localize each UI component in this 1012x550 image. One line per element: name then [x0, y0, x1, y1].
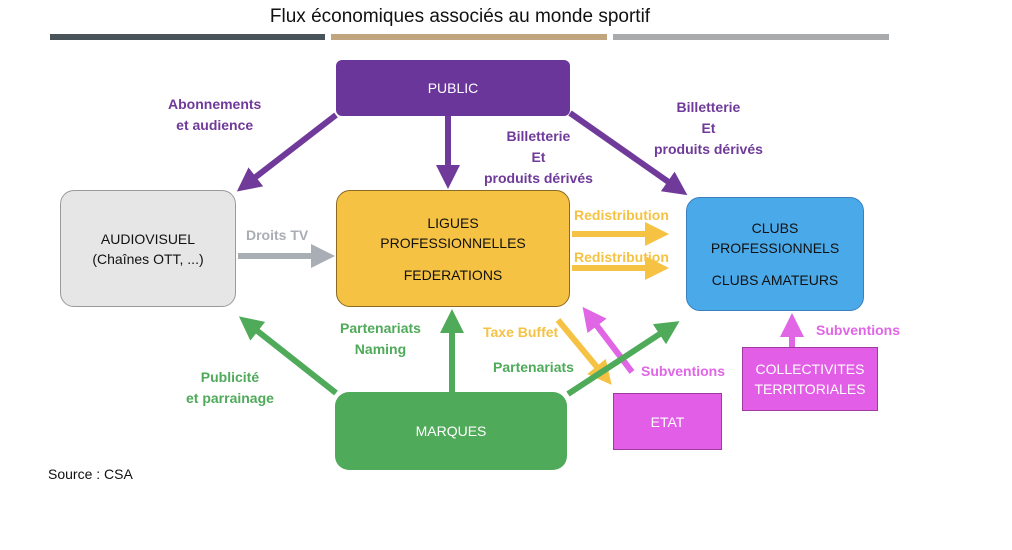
label-partenariats-naming-line1: Partenariats [340, 320, 421, 336]
label-publicite-line1: Publicité [200, 369, 260, 385]
page-title: Flux économiques associés au monde sport… [269, 6, 651, 27]
node-ligues-line2: PROFESSIONNELLES [380, 234, 526, 251]
arrow-public-audiovisuel [236, 112, 338, 192]
label-billetterie-right: Billetterie Et produits dérivés [654, 97, 763, 160]
label-droits-tv: Droits TV [246, 227, 309, 243]
label-billetterie-center-line1: Billetterie [506, 128, 571, 144]
label-billetterie-right-line1: Billetterie [676, 99, 741, 115]
label-publicite: Publicité et parrainage [186, 367, 274, 409]
arrow-public-clubs [568, 110, 688, 196]
arrow-publicite [238, 316, 338, 396]
node-clubs-line1: CLUBS [751, 220, 799, 236]
node-collectivites: COLLECTIVITES TERRITORIALES [742, 347, 878, 411]
label-billetterie-center-line2: Et [531, 149, 546, 165]
arrow-partenariats [566, 321, 680, 397]
label-publicite-line2: et parrainage [186, 390, 274, 406]
label-partenariats-naming-line2: Naming [354, 341, 407, 357]
node-etat: ETAT [613, 393, 722, 450]
label-redistribution-2: Redistribution [574, 249, 669, 265]
node-clubs-line3: CLUBS AMATEURS [711, 272, 839, 288]
node-ligues-line3: FEDERATIONS [403, 266, 503, 283]
source-note: Source : CSA [48, 466, 133, 482]
label-billetterie-center-line3: produits dérivés [484, 170, 593, 186]
title-bar-gray [613, 34, 889, 40]
label-partenariats-naming: Partenariats Naming [340, 318, 421, 360]
node-ligues-line1: LIGUES [427, 214, 479, 231]
label-subventions-etat: Subventions [641, 363, 726, 379]
label-billetterie-right-line2: Et [701, 120, 716, 136]
node-collectivites-line2: TERRITORIALES [754, 381, 866, 397]
node-public-label: PUBLIC [427, 80, 479, 96]
node-etat-label: ETAT [650, 413, 685, 430]
node-clubs-line2: PROFESSIONNELS [710, 240, 840, 256]
arrow-taxe-buffet [555, 318, 612, 385]
arrow-subventions-etat [582, 306, 635, 374]
title-bar-dark [50, 34, 325, 40]
node-ligues: LIGUES PROFESSIONNELLES FEDERATIONS [336, 190, 570, 307]
label-taxe-buffet: Taxe Buffet [483, 324, 559, 340]
title-bar-tan [331, 34, 607, 40]
label-billetterie-right-line3: produits dérivés [654, 141, 763, 157]
node-audiovisuel-line2: (Chaînes OTT, ...) [92, 250, 204, 267]
label-partenariats: Partenariats [493, 359, 574, 375]
node-marques: MARQUES [335, 392, 567, 470]
node-marques-label: MARQUES [415, 423, 487, 439]
node-audiovisuel: AUDIOVISUEL (Chaînes OTT, ...) [60, 190, 236, 307]
node-audiovisuel-line1: AUDIOVISUEL [100, 230, 196, 247]
label-billetterie-center: Billetterie Et produits dérivés [484, 126, 593, 189]
node-clubs: CLUBS PROFESSIONNELS CLUBS AMATEURS [686, 197, 864, 311]
node-public: PUBLIC [336, 60, 570, 116]
node-collectivites-line1: COLLECTIVITES [755, 361, 865, 377]
label-abonnements-line1: Abonnements [168, 96, 262, 112]
label-redistribution-1: Redistribution [574, 207, 669, 223]
label-subventions-coll: Subventions [816, 322, 901, 338]
label-abonnements: Abonnements et audience [168, 94, 261, 136]
label-abonnements-line2: et audience [176, 117, 254, 133]
